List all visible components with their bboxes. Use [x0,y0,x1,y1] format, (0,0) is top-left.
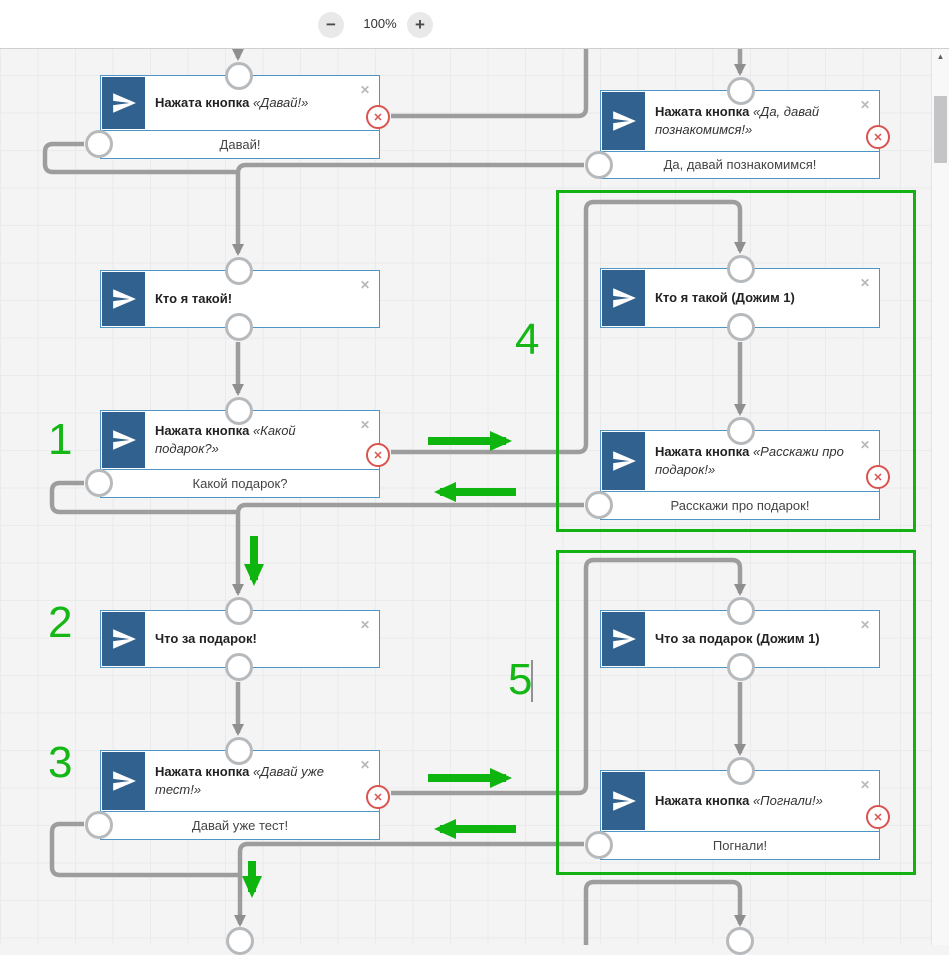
connector-port[interactable] [727,77,755,105]
connector-port[interactable] [225,597,253,625]
connector-port[interactable] [727,597,755,625]
node-button-label: Какой подарок? [192,476,288,491]
connector-port[interactable] [585,151,613,179]
annotation-number-4: 4 [515,315,540,364]
connector-port[interactable] [225,397,253,425]
node-title: Нажата кнопка «Давай!» [155,95,309,110]
flow-node-chto-za-podarok-dozhim[interactable]: Что за подарок (Дожим 1) ✕ [600,597,880,681]
close-icon[interactable]: ✕ [359,278,370,292]
zoom-level: 100% [363,16,397,31]
connector-port[interactable] [727,313,755,341]
telegram-icon [602,432,645,490]
connector-port[interactable] [85,811,113,839]
close-icon[interactable]: ✕ [859,276,870,290]
remove-connection-icon[interactable]: ✕ [366,785,390,809]
connector-port[interactable] [225,653,253,681]
telegram-icon [102,612,145,666]
node-title: Нажата кнопка «Давай уже тест!» [155,764,324,797]
node-title: Нажата кнопка «Какой подарок?» [155,423,296,456]
telegram-icon [602,772,645,830]
flow-node-kto-ya-takoy[interactable]: Кто я такой! ✕ [100,257,380,341]
text-caret [531,660,533,702]
telegram-icon [602,612,645,666]
scroll-up-button[interactable]: ▲ [936,52,945,61]
zoom-toolbar: − 100% + [0,0,949,49]
connector-port[interactable] [585,491,613,519]
flow-node-pressed-pognali[interactable]: Нажата кнопка «Погнали!» ✕ ✕ Погнали! [585,757,890,860]
node-button-label: Да, давай познакомимся! [663,157,817,172]
flow-node-pressed-davay-test[interactable]: Нажата кнопка «Давай уже тест!» ✕ ✕ Дава… [85,737,390,840]
connector-port[interactable] [727,255,755,283]
connector-port[interactable] [225,62,253,90]
connector-port[interactable] [225,257,253,285]
node-title: Нажата кнопка «Расскажи про подарок!» [655,444,844,477]
connector-port[interactable] [727,757,755,785]
close-icon[interactable]: ✕ [859,438,870,452]
connector-line [583,879,746,945]
close-icon[interactable]: ✕ [859,778,870,792]
telegram-icon [102,752,145,810]
zoom-out-button[interactable]: − [318,12,344,38]
close-icon[interactable]: ✕ [359,418,370,432]
node-button-label: Расскажи про подарок! [670,498,810,513]
close-icon[interactable]: ✕ [359,618,370,632]
connector-port[interactable] [226,927,254,955]
telegram-icon [602,92,645,150]
connector-port[interactable] [727,653,755,681]
scrollbar-thumb[interactable] [934,96,947,163]
connector-port[interactable] [225,313,253,341]
connector-port[interactable] [585,831,613,859]
flow-node-pressed-rasskazhi[interactable]: Нажата кнопка «Расскажи про подарок!» ✕ … [585,417,890,520]
flow-node-pressed-davay[interactable]: Нажата кнопка «Давай!» ✕ ✕ Давай! [85,62,390,159]
annotation-number-2: 2 [48,598,73,647]
annotation-number-1: 1 [48,415,73,464]
connector-port[interactable] [727,417,755,445]
close-icon[interactable]: ✕ [359,758,370,772]
annotation-number-5: 5 [508,655,533,704]
telegram-icon [102,77,145,129]
connector-line [49,821,238,878]
connector-port[interactable] [225,737,253,765]
node-title: Нажата кнопка «Погнали!» [655,793,823,808]
connector-line [391,199,746,455]
connector-line [391,557,746,796]
node-title: Что за подарок (Дожим 1) [655,631,820,646]
connector-port[interactable] [726,927,754,955]
node-title: Что за подарок! [155,631,257,646]
node-button-label: Давай! [219,137,261,152]
node-button-label: Давай уже тест! [191,818,289,833]
node-button-label: Погнали! [712,838,768,853]
connector-line [234,841,584,927]
flow-node-pressed-da-davay[interactable]: Нажата кнопка «Да, давай познакомимся!» … [585,77,890,179]
close-icon[interactable]: ✕ [859,98,870,112]
close-icon[interactable]: ✕ [359,83,370,97]
close-icon[interactable]: ✕ [859,618,870,632]
connector-line [232,162,584,256]
connector-port[interactable] [85,130,113,158]
telegram-icon [102,412,145,468]
flow-node-chto-za-podarok[interactable]: Что за подарок! ✕ [100,597,380,681]
connector-line [49,480,236,515]
node-title: Кто я такой! [155,291,233,306]
scrollbar-track[interactable]: ▲ [931,49,949,945]
zoom-in-button[interactable]: + [407,12,433,38]
telegram-icon [602,270,645,326]
connector-line [391,49,589,119]
remove-connection-icon[interactable]: ✕ [366,443,390,467]
telegram-icon [102,272,145,326]
node-title: Нажата кнопка «Да, давай познакомимся!» [655,104,820,137]
remove-connection-icon[interactable]: ✕ [866,125,890,149]
flow-node-pressed-kakoy-podarok[interactable]: Нажата кнопка «Какой подарок?» ✕ ✕ Какой… [85,397,390,498]
connector-line [42,141,236,175]
node-title: Кто я такой (Дожим 1) [655,290,795,305]
annotation-number-3: 3 [48,738,73,787]
connector-line [232,502,584,596]
remove-connection-icon[interactable]: ✕ [366,105,390,129]
remove-connection-icon[interactable]: ✕ [866,465,890,489]
flow-node-kto-ya-takoy-dozhim[interactable]: Кто я такой (Дожим 1) ✕ [600,255,880,341]
connector-port[interactable] [85,469,113,497]
remove-connection-icon[interactable]: ✕ [866,805,890,829]
